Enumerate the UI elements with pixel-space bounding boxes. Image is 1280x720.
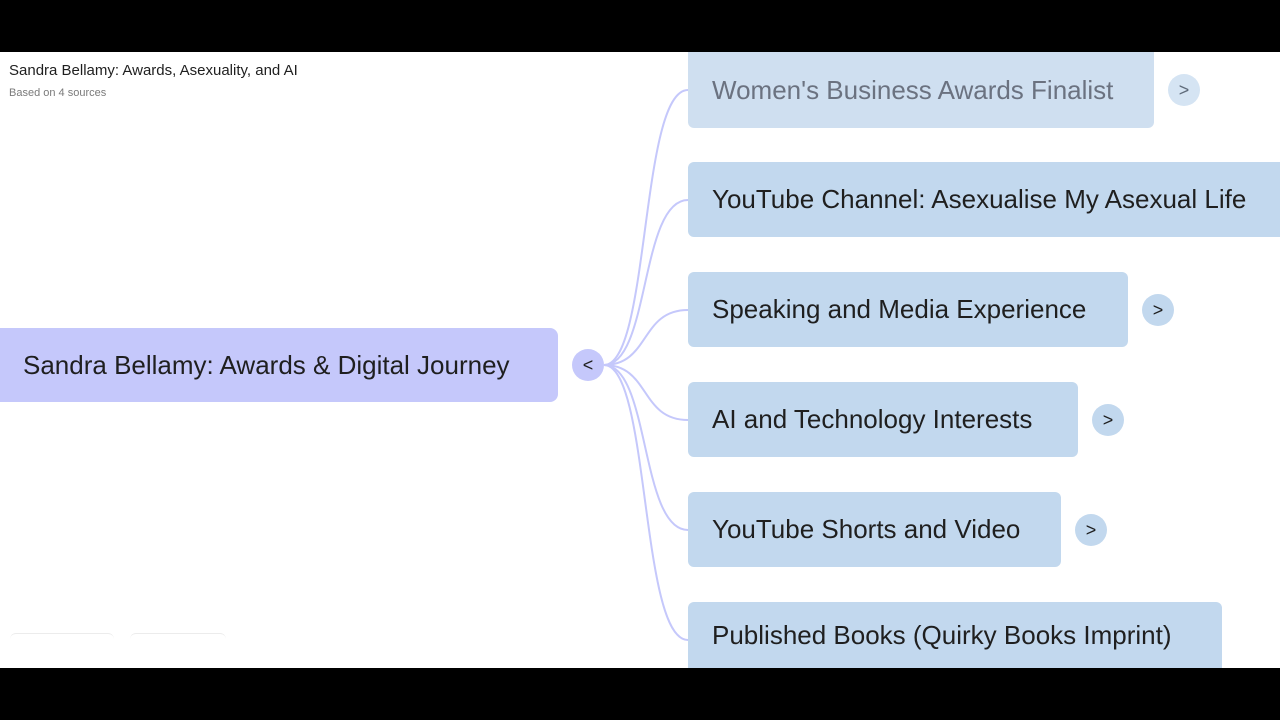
chevron-right-icon: > [1152, 299, 1164, 320]
child-node-published-books[interactable]: Published Books (Quirky Books Imprint) [688, 602, 1222, 668]
child-node-label: AI and Technology Interests [712, 404, 1033, 434]
expand-button-speaking-media[interactable]: > [1142, 294, 1174, 326]
child-node-ai-technology[interactable]: AI and Technology Interests [688, 382, 1078, 457]
connector-1 [603, 89, 689, 366]
chevron-left-icon: < [582, 354, 594, 375]
chevron-right-icon: > [1102, 409, 1114, 430]
expand-button-awards[interactable]: > [1168, 74, 1200, 106]
mind-map-canvas[interactable]: Sandra Bellamy: Awards, Asexuality, and … [0, 52, 1280, 668]
child-node-youtube-channel[interactable]: YouTube Channel: Asexualise My Asexual L… [688, 162, 1280, 237]
connector-4 [603, 364, 689, 421]
mind-map-title: Sandra Bellamy: Awards, Asexuality, and … [9, 62, 298, 79]
child-node-youtube-shorts[interactable]: YouTube Shorts and Video [688, 492, 1061, 567]
child-node-label: YouTube Channel: Asexualise My Asexual L… [712, 184, 1247, 214]
child-node-label: Women's Business Awards Finalist [712, 74, 1114, 105]
child-node-label: Published Books (Quirky Books Imprint) [712, 620, 1172, 650]
child-node-speaking-media[interactable]: Speaking and Media Experience [688, 272, 1128, 347]
connector-6 [603, 364, 689, 641]
connector-3 [603, 309, 689, 366]
connector-5 [603, 364, 689, 531]
letterbox-bottom [0, 668, 1280, 720]
chevron-right-icon: > [1085, 519, 1097, 540]
connector-2 [603, 199, 689, 366]
child-node-label: YouTube Shorts and Video [712, 514, 1021, 544]
sources-count: Based on 4 sources [9, 87, 107, 99]
toolbar-button-ghost [10, 633, 114, 642]
chevron-right-icon: > [1178, 79, 1190, 100]
toolbar-button-ghost [130, 633, 226, 642]
root-node[interactable]: Sandra Bellamy: Awards & Digital Journey [0, 328, 558, 402]
collapse-button[interactable]: < [572, 349, 604, 381]
expand-button-youtube-shorts[interactable]: > [1075, 514, 1107, 546]
child-node-awards[interactable]: Women's Business Awards Finalist [688, 52, 1154, 128]
root-node-label: Sandra Bellamy: Awards & Digital Journey [23, 349, 510, 380]
expand-button-ai-technology[interactable]: > [1092, 404, 1124, 436]
child-node-label: Speaking and Media Experience [712, 294, 1087, 324]
letterbox-top [0, 0, 1280, 52]
